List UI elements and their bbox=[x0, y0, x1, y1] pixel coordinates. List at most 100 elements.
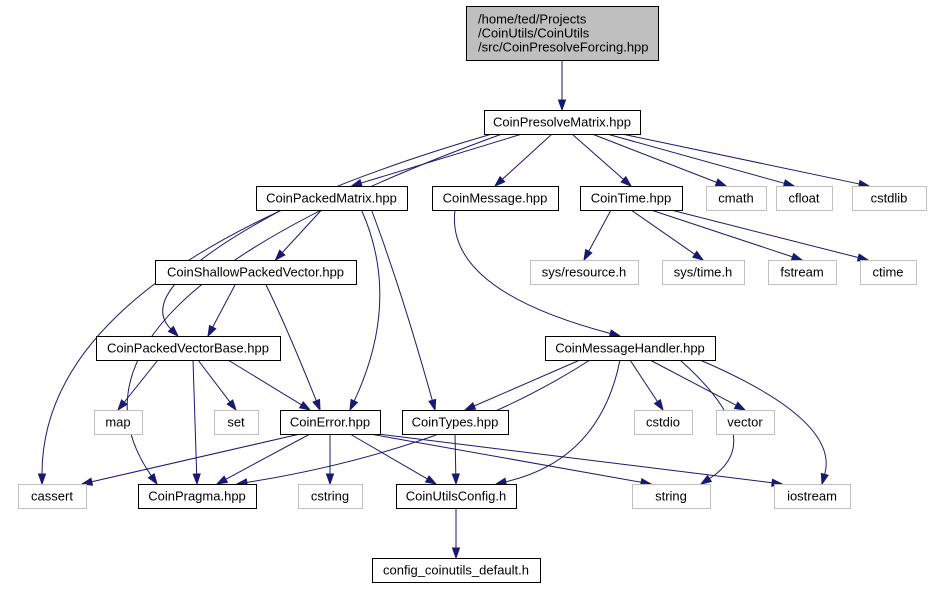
edge-presolve_matrix-to-cfloat bbox=[606, 133, 796, 188]
edge-arrowhead bbox=[424, 475, 438, 485]
edge-arrowhead bbox=[226, 399, 237, 412]
edge-line bbox=[649, 359, 737, 406]
edge-line bbox=[699, 359, 827, 475]
edge-error-to-pragma bbox=[215, 433, 311, 485]
edge-arrowhead bbox=[856, 253, 870, 262]
edge-arrowhead bbox=[699, 474, 713, 485]
edge-msg_handler-to-iostream bbox=[699, 359, 829, 486]
node-box bbox=[530, 260, 639, 285]
edge-vector_base-to-set bbox=[197, 359, 237, 412]
node-map: map bbox=[94, 410, 143, 435]
edge-types-to-utils_config bbox=[451, 433, 460, 486]
node-box bbox=[634, 410, 693, 435]
edge-error-to-cassert bbox=[80, 433, 301, 486]
edge-arrowhead bbox=[117, 399, 128, 412]
node-string: string bbox=[632, 484, 711, 509]
edge-arrowhead bbox=[733, 401, 747, 411]
node-label: CoinMessage.hpp bbox=[443, 191, 548, 206]
edge-arrowhead bbox=[790, 252, 804, 261]
node-box bbox=[716, 410, 775, 435]
node-label: /src/CoinPresolveForcing.hpp bbox=[478, 40, 649, 55]
node-shallow[interactable]: CoinShallowPackedVector.hpp bbox=[155, 260, 357, 285]
edge-line bbox=[369, 433, 642, 483]
node-packed-matrix[interactable]: CoinPackedMatrix.hpp bbox=[256, 186, 408, 211]
edge-line bbox=[377, 433, 773, 484]
node-label: iostream bbox=[787, 489, 837, 504]
node-label: cfloat bbox=[788, 191, 819, 206]
edge-arrowhead bbox=[557, 99, 567, 112]
edge-vector_base-to-error bbox=[227, 359, 312, 411]
node-root[interactable]: /home/ted/Projects/CoinUtils/CoinUtils/s… bbox=[466, 6, 659, 61]
node-label: set bbox=[227, 415, 245, 430]
edge-line bbox=[212, 283, 236, 328]
edge-error-to-cstring bbox=[325, 434, 335, 486]
node-box bbox=[18, 484, 87, 509]
node-label: ctime bbox=[872, 265, 903, 280]
node-config-default[interactable]: config_coinutils_default.h bbox=[372, 558, 541, 583]
edge-line bbox=[453, 209, 611, 334]
node-label: cassert bbox=[31, 489, 73, 504]
node-cassert: cassert bbox=[18, 484, 87, 509]
edge-line bbox=[588, 209, 612, 252]
edge-arrowhead bbox=[608, 329, 622, 338]
edge-time-to-ctime bbox=[670, 209, 870, 262]
edge-vector_base-to-pragma bbox=[192, 359, 201, 486]
edge-vector_base-to-map bbox=[117, 359, 159, 412]
edge-arrowhead bbox=[428, 398, 437, 412]
node-label: CoinPresolveMatrix.hpp bbox=[493, 115, 631, 130]
node-label: sys/time.h bbox=[674, 265, 733, 280]
edge-line bbox=[670, 209, 859, 259]
node-pragma[interactable]: CoinPragma.hpp bbox=[138, 484, 257, 509]
edge-arrowhead bbox=[820, 472, 829, 486]
node-types[interactable]: CoinTypes.hpp bbox=[402, 410, 509, 435]
edge-line bbox=[353, 209, 381, 402]
edge-msg_handler-to-utils_config bbox=[494, 359, 621, 486]
edge-line bbox=[349, 433, 428, 480]
edge-arrowhead bbox=[215, 475, 229, 485]
node-label: CoinPackedVectorBase.hpp bbox=[107, 341, 269, 356]
edge-presolve_matrix-to-message bbox=[493, 133, 553, 188]
edge-line bbox=[225, 433, 311, 480]
node-utils-config[interactable]: CoinUtilsConfig.h bbox=[396, 484, 517, 509]
edge-arrowhead bbox=[37, 473, 47, 486]
node-time[interactable]: CoinTime.hpp bbox=[580, 186, 683, 211]
edge-line bbox=[265, 283, 317, 401]
edge-line bbox=[591, 133, 717, 183]
edge-line bbox=[629, 359, 658, 402]
node-box bbox=[298, 484, 363, 509]
node-box bbox=[768, 260, 837, 285]
node-cstdlib: cstdlib bbox=[852, 186, 927, 211]
edge-error-to-utils_config bbox=[349, 433, 438, 485]
node-sys-resource: sys/resource.h bbox=[530, 260, 639, 285]
edges-layer bbox=[37, 60, 871, 560]
node-label: CoinMessageHandler.hpp bbox=[555, 341, 705, 356]
node-vector-base[interactable]: CoinPackedVectorBase.hpp bbox=[96, 336, 281, 361]
edge-line bbox=[123, 359, 159, 403]
edge-arrowhead bbox=[207, 324, 217, 338]
node-error[interactable]: CoinError.hpp bbox=[280, 410, 381, 435]
node-presolve-matrix[interactable]: CoinPresolveMatrix.hpp bbox=[484, 110, 641, 135]
node-fstream: fstream bbox=[768, 260, 837, 285]
node-cmath: cmath bbox=[706, 186, 767, 211]
node-box bbox=[776, 186, 833, 211]
edge-line bbox=[650, 209, 793, 258]
node-box bbox=[396, 484, 517, 509]
node-set: set bbox=[214, 410, 259, 435]
node-label: CoinPragma.hpp bbox=[148, 489, 246, 504]
node-box bbox=[466, 6, 659, 61]
node-message[interactable]: CoinMessage.hpp bbox=[432, 186, 559, 211]
edge-presolve_matrix-to-cassert bbox=[37, 133, 493, 486]
edge-line bbox=[454, 433, 457, 475]
node-label: CoinShallowPackedVector.hpp bbox=[167, 265, 344, 280]
edge-arrowhead bbox=[350, 178, 363, 187]
node-label: CoinUtilsConfig.h bbox=[406, 489, 506, 504]
node-ctime: ctime bbox=[860, 260, 917, 285]
edge-packed_matrix-to-shallow bbox=[274, 209, 322, 262]
node-box bbox=[96, 336, 281, 361]
node-msg-handler[interactable]: CoinMessageHandler.hpp bbox=[545, 336, 716, 361]
edge-arrowhead bbox=[298, 400, 312, 411]
node-label: config_coinutils_default.h bbox=[383, 563, 529, 578]
node-box bbox=[860, 260, 917, 285]
node-box bbox=[432, 186, 559, 211]
